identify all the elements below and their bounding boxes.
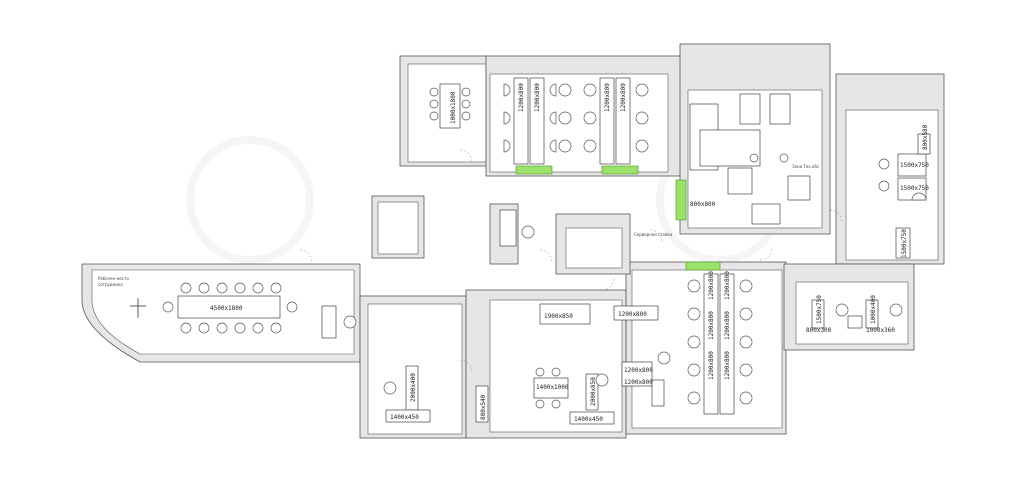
desk-label: 800x300 — [806, 327, 832, 334]
plant — [685, 261, 721, 271]
desk-label: 1500x750 — [901, 229, 908, 258]
chairs — [503, 83, 649, 153]
desk-label: 1200x800 — [724, 271, 731, 300]
plant — [601, 165, 639, 175]
desk-label: 1900x850 — [544, 313, 573, 320]
desk-label: 1200x800 — [708, 351, 715, 380]
desk-label: 800x580 — [922, 124, 929, 150]
conference-table-label: 4500x1800 — [210, 305, 243, 312]
desk-label: 2000x850 — [590, 377, 597, 406]
desk-label: 1200x800 — [708, 311, 715, 340]
desk-label-group-1: 1200x800 1200x800 1200x800 1200x800 — [518, 83, 627, 112]
desk-label: 1400x450 — [390, 414, 419, 421]
chairs — [657, 279, 753, 405]
door-swings — [299, 149, 843, 373]
desk-label: 1400x450 — [574, 416, 603, 423]
lower-right-workstations: 1200x800 1200x800 1200x800 1200x800 1200… — [621, 232, 753, 415]
lower-center-offices: 1900x850 1200x800 1400x1000 2000x850 140… — [499, 209, 659, 425]
conference-chairs — [162, 282, 298, 334]
desk-label: 1400x1000 — [536, 384, 569, 391]
desk-label: 1200x800 — [624, 367, 653, 374]
desk-label: 1000x400 — [870, 295, 877, 324]
desk-label: 1200x800 — [724, 351, 731, 380]
desk-label: 1200x800 — [624, 379, 653, 386]
desk-label: 1200x800 — [618, 311, 647, 318]
desk-label: 1200x800 — [620, 83, 627, 112]
desk-label: 1500x750 — [900, 162, 929, 169]
meeting-room-top: 1000x1800 — [429, 83, 471, 129]
desk-label: 2000x400 — [410, 373, 417, 402]
lower-left-office: 2000x400 1400x450 800x540 — [383, 365, 489, 423]
workplace-note: сотрудника — [98, 282, 123, 287]
desk-label: 1000x360 — [866, 327, 895, 334]
desk-label: 1200x800 — [604, 83, 611, 112]
conference-room: 4500x1800 Рабочее место сотрудника — [98, 276, 357, 339]
meeting-table-label: 1000x1800 — [450, 91, 457, 124]
desk-label: 1200x800 — [724, 311, 731, 340]
plant — [515, 165, 553, 175]
desk-label: 800x800 — [690, 201, 716, 208]
service-block: 800x800 Зона Тех.обс. — [675, 93, 820, 225]
lower-far-right-room: 1500x750 1000x400 800x300 1000x360 — [806, 295, 903, 334]
workplace-note: Рабочее место — [98, 276, 129, 281]
plant — [675, 179, 687, 221]
walls — [81, 43, 945, 439]
kitchen-note: Зона Тех.обс. — [792, 164, 820, 169]
desk-label: 1500x750 — [816, 295, 823, 324]
server-note: Серверная стойка — [634, 232, 673, 237]
desk-label: 1200x800 — [708, 271, 715, 300]
desk-label: 1200x800 — [518, 83, 525, 112]
top-workstations: 1200x800 1200x800 1200x800 1200x800 — [503, 77, 649, 175]
desk-label: 1200x800 — [534, 83, 541, 112]
right-wing: 1500x750 1500x750 800x580 1500x750 — [878, 124, 931, 259]
desk-label: 800x540 — [480, 394, 487, 420]
desk-label: 1500x750 — [900, 185, 929, 192]
